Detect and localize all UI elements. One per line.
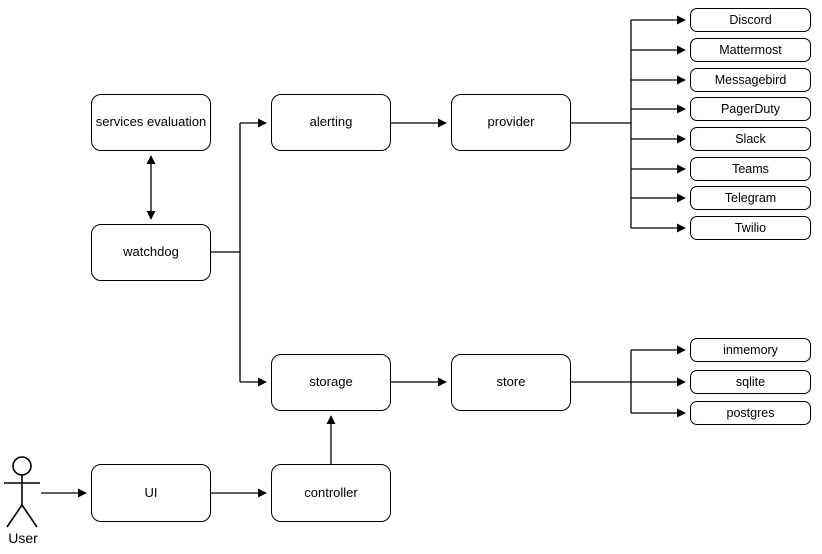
node-label: Messagebird <box>714 72 787 87</box>
node-label: postgres <box>726 405 775 420</box>
node-label: Teams <box>732 161 769 176</box>
node-store-inmemory[interactable]: inmemory <box>690 338 811 362</box>
node-label: Mattermost <box>719 42 782 57</box>
node-label: provider <box>487 114 535 130</box>
node-alerting[interactable]: alerting <box>271 94 391 151</box>
node-label: Slack <box>735 131 766 146</box>
node-provider-mattermost[interactable]: Mattermost <box>690 38 811 62</box>
node-provider-telegram[interactable]: Telegram <box>690 186 811 210</box>
node-provider-teams[interactable]: Teams <box>690 157 811 181</box>
node-provider-pagerduty[interactable]: PagerDuty <box>690 97 811 121</box>
node-label: Twilio <box>734 220 767 235</box>
node-store-sqlite[interactable]: sqlite <box>690 370 811 394</box>
node-label: sqlite <box>735 374 766 389</box>
node-label: alerting <box>309 114 353 130</box>
node-watchdog[interactable]: watchdog <box>91 224 211 281</box>
node-label: store <box>496 374 526 390</box>
node-label: Telegram <box>724 190 777 205</box>
node-controller[interactable]: controller <box>271 464 391 522</box>
node-provider-slack[interactable]: Slack <box>690 127 811 151</box>
node-label: inmemory <box>723 342 778 357</box>
node-services-evaluation[interactable]: services evaluation <box>91 94 211 151</box>
node-provider[interactable]: provider <box>451 94 571 151</box>
node-label: storage <box>309 374 353 390</box>
user-actor-label: User <box>8 530 38 546</box>
node-store-postgres[interactable]: postgres <box>690 401 811 425</box>
stick-figure-icon <box>4 456 40 528</box>
node-provider-discord[interactable]: Discord <box>690 8 811 32</box>
node-store[interactable]: store <box>451 354 571 411</box>
connector-store-fanout-trunk <box>571 350 632 413</box>
node-label: PagerDuty <box>720 101 781 116</box>
node-label: UI <box>144 484 158 500</box>
node-label: Discord <box>729 12 772 27</box>
node-provider-messagebird[interactable]: Messagebird <box>690 68 811 92</box>
node-label: services evaluation <box>95 114 207 130</box>
node-label: controller <box>304 484 358 500</box>
node-storage[interactable]: storage <box>271 354 391 411</box>
node-provider-twilio[interactable]: Twilio <box>690 216 811 240</box>
node-ui[interactable]: UI <box>91 464 211 522</box>
connector-provider-fanout-trunk <box>571 20 632 228</box>
node-label: watchdog <box>123 244 179 260</box>
